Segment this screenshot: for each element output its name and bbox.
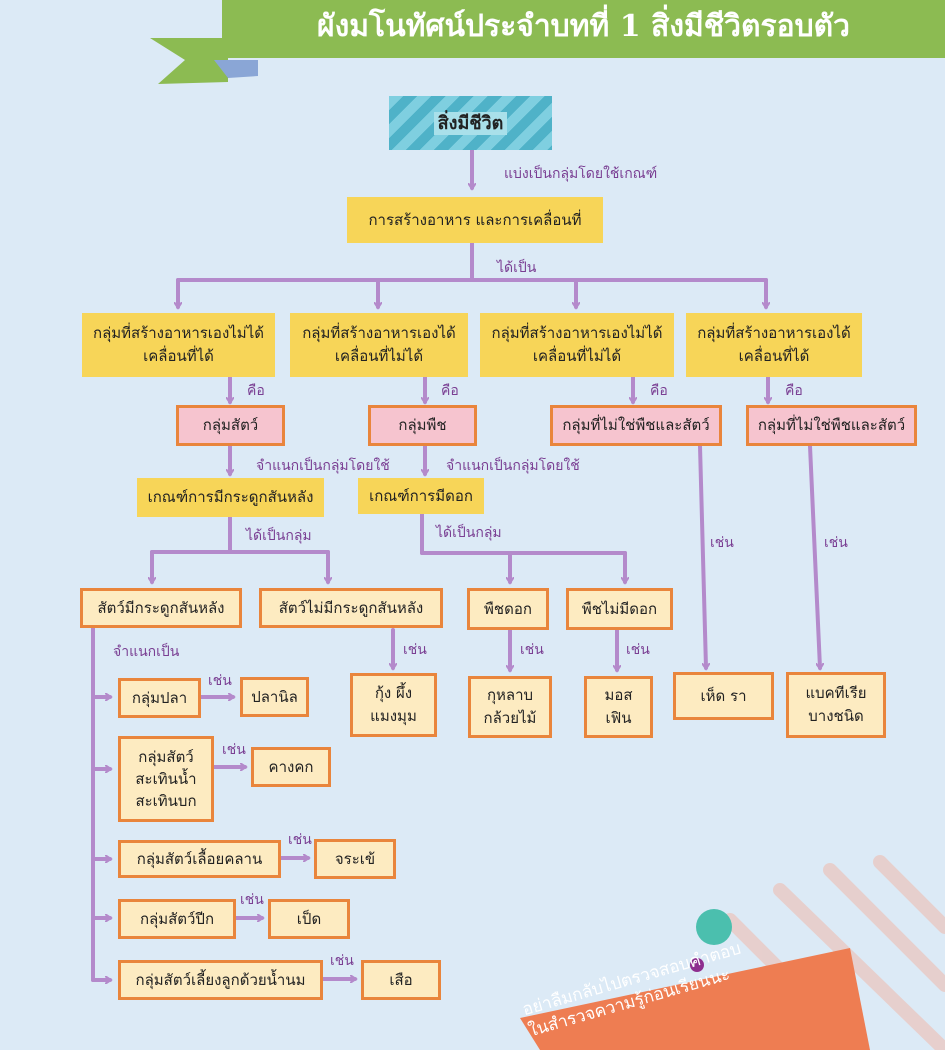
root-node: สิ่งมีชีวิต (389, 96, 552, 150)
other-edge-label: เช่น (824, 535, 848, 551)
class-edge-label: เช่น (288, 832, 312, 848)
group-edge-label: คือ (247, 383, 265, 399)
group-node: กลุ่มที่สร้างอาหารเองได้ เคลื่อนที่ไม่ได… (290, 313, 468, 377)
other-edge-label: เช่น (710, 535, 734, 551)
title-banner (222, 0, 945, 58)
group-edge-label: คือ (650, 383, 668, 399)
animal-classify-label: จำแนกเป็นกลุ่มโดยใช้ (256, 458, 390, 474)
invertebrate-example-node: กุ้ง ผึ้ง แมงมุม (350, 673, 437, 737)
group-node: กลุ่มที่สร้างอาหารเองไม่ได้ เคลื่อนที่ไม… (480, 313, 674, 377)
criteria-edge-label: ได้เป็น (497, 260, 537, 276)
class-node: กลุ่มสัตว์เลื้อยคลาน (118, 840, 281, 878)
example-node: เสือ (361, 960, 441, 1000)
class-edge-label: เช่น (222, 742, 246, 758)
example-node: ปลานิล (240, 677, 309, 717)
example-node: คางคก (251, 747, 331, 787)
example-node: จระเข้ (314, 839, 396, 879)
example-node: เป็ด (268, 899, 350, 939)
vertebrate-classify-label: จำแนกเป็น (113, 644, 180, 660)
class-node: กลุ่มสัตว์ปีก (118, 899, 236, 939)
group-node: กลุ่มที่สร้างอาหารเองไม่ได้ เคลื่อนที่ได… (82, 313, 275, 377)
kind-node-plant: กลุ่มพืช (368, 405, 477, 446)
other-example-node: เห็ด รา (673, 672, 774, 720)
flowering-example-node: กุหลาบ กล้วยไม้ (468, 676, 552, 738)
animal-criteria-node: เกณฑ์การมีกระดูกสันหลัง (137, 478, 324, 517)
invertebrate-node: สัตว์ไม่มีกระดูกสันหลัง (259, 588, 443, 628)
kind-node-other: กลุ่มที่ไม่ใช่พืชและสัตว์ (746, 405, 917, 446)
plant-classify-label: จำแนกเป็นกลุ่มโดยใช้ (446, 458, 580, 474)
kind-node-animal: กลุ่มสัตว์ (176, 405, 285, 446)
plant-criteria-node: เกณฑ์การมีดอก (358, 478, 484, 514)
nonflowering-example-node: มอส เฟิน (584, 676, 653, 738)
class-edge-label: เช่น (208, 673, 232, 689)
class-node: กลุ่มปลา (118, 678, 201, 718)
group-edge-label: คือ (785, 383, 803, 399)
plant-result-label: ได้เป็นกลุ่ม (436, 525, 502, 541)
nonflowering-node: พืชไม่มีดอก (566, 588, 673, 630)
class-node: กลุ่มสัตว์เลี้ยงลูกด้วยน้ำนม (118, 960, 323, 1000)
page-title: ผังมโนทัศน์ประจำบทที่ 1 สิ่งมีชีวิตรอบตั… (317, 9, 850, 44)
nonflowering-edge-label: เช่น (626, 642, 650, 658)
root-edge-label: แบ่งเป็นกลุ่มโดยใช้เกณฑ์ (504, 166, 658, 182)
class-edge-label: เช่น (240, 892, 264, 908)
other-example-node: แบคทีเรีย บางชนิด (786, 672, 886, 738)
vertebrate-node: สัตว์มีกระดูกสันหลัง (80, 588, 242, 628)
animal-result-label: ได้เป็นกลุ่ม (246, 528, 312, 544)
flowering-node: พืชดอก (467, 588, 549, 630)
class-edge-label: เช่น (330, 953, 354, 969)
group-edge-label: คือ (441, 383, 459, 399)
group-node: กลุ่มที่สร้างอาหารเองได้ เคลื่อนที่ได้ (686, 313, 862, 377)
kind-node-other: กลุ่มที่ไม่ใช่พืชและสัตว์ (550, 405, 722, 446)
invertebrate-edge-label: เช่น (403, 642, 427, 658)
class-node: กลุ่มสัตว์ สะเทินน้ำ สะเทินบก (118, 736, 214, 822)
criteria-node: การสร้างอาหาร และการเคลื่อนที่ (347, 197, 603, 243)
flowering-edge-label: เช่น (520, 642, 544, 658)
